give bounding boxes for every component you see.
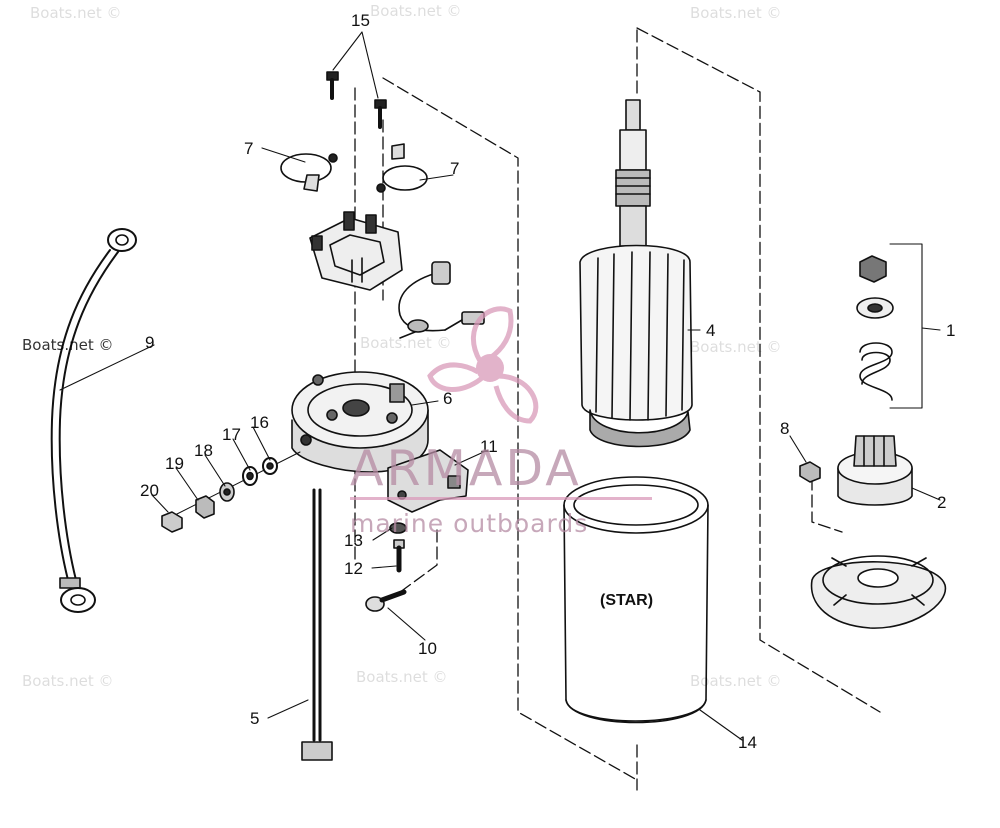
drive-assembly bbox=[799, 255, 947, 629]
propeller-logo-icon bbox=[427, 306, 539, 424]
brush-holder-plate bbox=[309, 211, 403, 291]
callout-12: 12 bbox=[344, 559, 363, 578]
watermark: Boats.net © bbox=[360, 334, 452, 352]
part-5-through-bolt bbox=[301, 488, 333, 761]
watermark: Boats.net © bbox=[22, 672, 114, 690]
watermark: Boats.net © bbox=[356, 668, 448, 686]
callout-18: 18 bbox=[194, 441, 213, 460]
part-7-springs bbox=[280, 143, 428, 193]
callout-8: 8 bbox=[780, 419, 790, 438]
callout-19: 19 bbox=[165, 454, 184, 473]
watermark: Boats.net © bbox=[690, 338, 782, 356]
brand-underline bbox=[350, 497, 652, 500]
part-14-housing bbox=[563, 476, 709, 724]
bracket-and-fasteners bbox=[365, 449, 469, 612]
callout-1: 1 bbox=[946, 321, 956, 340]
brand-name: ARMADA bbox=[350, 440, 582, 497]
callout-17: 17 bbox=[222, 425, 241, 444]
watermark: Boats.net © bbox=[690, 4, 782, 22]
watermark: Boats.net © bbox=[370, 2, 462, 20]
callout-15: 15 bbox=[351, 11, 370, 30]
callout-16: 16 bbox=[250, 413, 269, 432]
part-15-screws bbox=[326, 71, 387, 129]
callout-10: 10 bbox=[418, 639, 437, 658]
callout-2: 2 bbox=[937, 493, 947, 512]
part-9-cable bbox=[50, 228, 137, 613]
callout-5: 5 bbox=[250, 709, 260, 728]
part-4-armature bbox=[579, 99, 693, 448]
callout-7-left: 7 bbox=[244, 139, 254, 158]
callout-14: 14 bbox=[738, 733, 757, 752]
assembly-guide-lines bbox=[354, 27, 881, 791]
leader-lines bbox=[59, 31, 941, 741]
callout-11: 11 bbox=[480, 437, 498, 456]
callout-9: 9 bbox=[145, 333, 155, 352]
callout-4: 4 bbox=[706, 321, 716, 340]
part-6-end-cap bbox=[291, 371, 429, 473]
watermark: Boats.net © bbox=[22, 336, 114, 354]
callout-6: 6 bbox=[443, 389, 453, 408]
brand-tagline: marine outboards bbox=[350, 509, 589, 538]
watermark: Boats.net © bbox=[30, 4, 122, 22]
watermark: Boats.net © bbox=[690, 672, 782, 690]
callout-20: 20 bbox=[140, 481, 159, 500]
housing-label: (STAR) bbox=[600, 592, 654, 609]
callout-13: 13 bbox=[344, 531, 363, 550]
callout-7-right: 7 bbox=[450, 159, 460, 178]
terminal-hardware bbox=[161, 451, 301, 533]
